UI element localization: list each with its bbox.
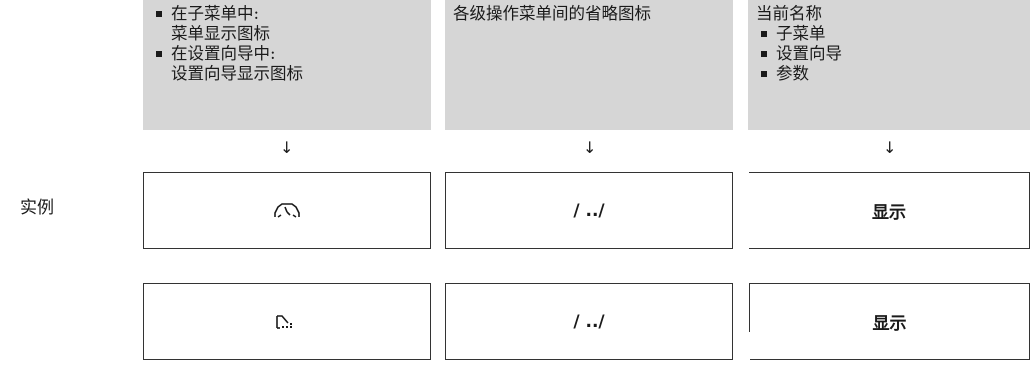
current-name: 显示	[872, 314, 907, 334]
header-item-parameter: 参数	[756, 64, 1022, 84]
example-label: 实例	[20, 198, 54, 218]
down-arrow-icon: ↓	[583, 138, 597, 157]
divider-line	[749, 283, 750, 332]
header-line-wizard-icon: 设置向导显示图标	[171, 64, 303, 83]
header-line-submenu: 在子菜单中:	[151, 4, 423, 24]
current-name: 显示	[872, 203, 906, 223]
gauge-icon	[274, 202, 300, 218]
header-item-wizard: 设置向导	[756, 44, 1022, 64]
header-item-submenu: 子菜单	[756, 24, 1022, 44]
example-path-cell: / ../	[445, 283, 733, 360]
header-column-current-name: 当前名称 子菜单 设置向导 参数	[748, 0, 1030, 130]
example-name-cell: 显示	[749, 172, 1030, 249]
down-arrow-icon: ↓	[280, 138, 294, 157]
header-title-ellipsis: 各级操作菜单间的省略图标	[453, 4, 651, 23]
ellipsis-path: / ../	[573, 200, 605, 221]
example-icon-cell	[143, 283, 431, 360]
wizard-triangle-icon	[276, 314, 292, 329]
example-name-cell: 显示	[750, 283, 1030, 360]
example-icon-cell	[143, 172, 431, 249]
header-column-ellipsis: 各级操作菜单间的省略图标	[445, 0, 733, 130]
header-line-menu-icon: 菜单显示图标	[171, 24, 270, 43]
header-title-current-name: 当前名称	[756, 4, 822, 23]
example-path-cell: / ../	[445, 172, 733, 249]
down-arrow-icon: ↓	[883, 138, 897, 157]
header-line-wizard: 在设置向导中:	[151, 44, 423, 64]
ellipsis-path: / ../	[573, 311, 605, 332]
header-column-menu-icon: 在子菜单中: 菜单显示图标 在设置向导中: 设置向导显示图标	[143, 0, 431, 130]
